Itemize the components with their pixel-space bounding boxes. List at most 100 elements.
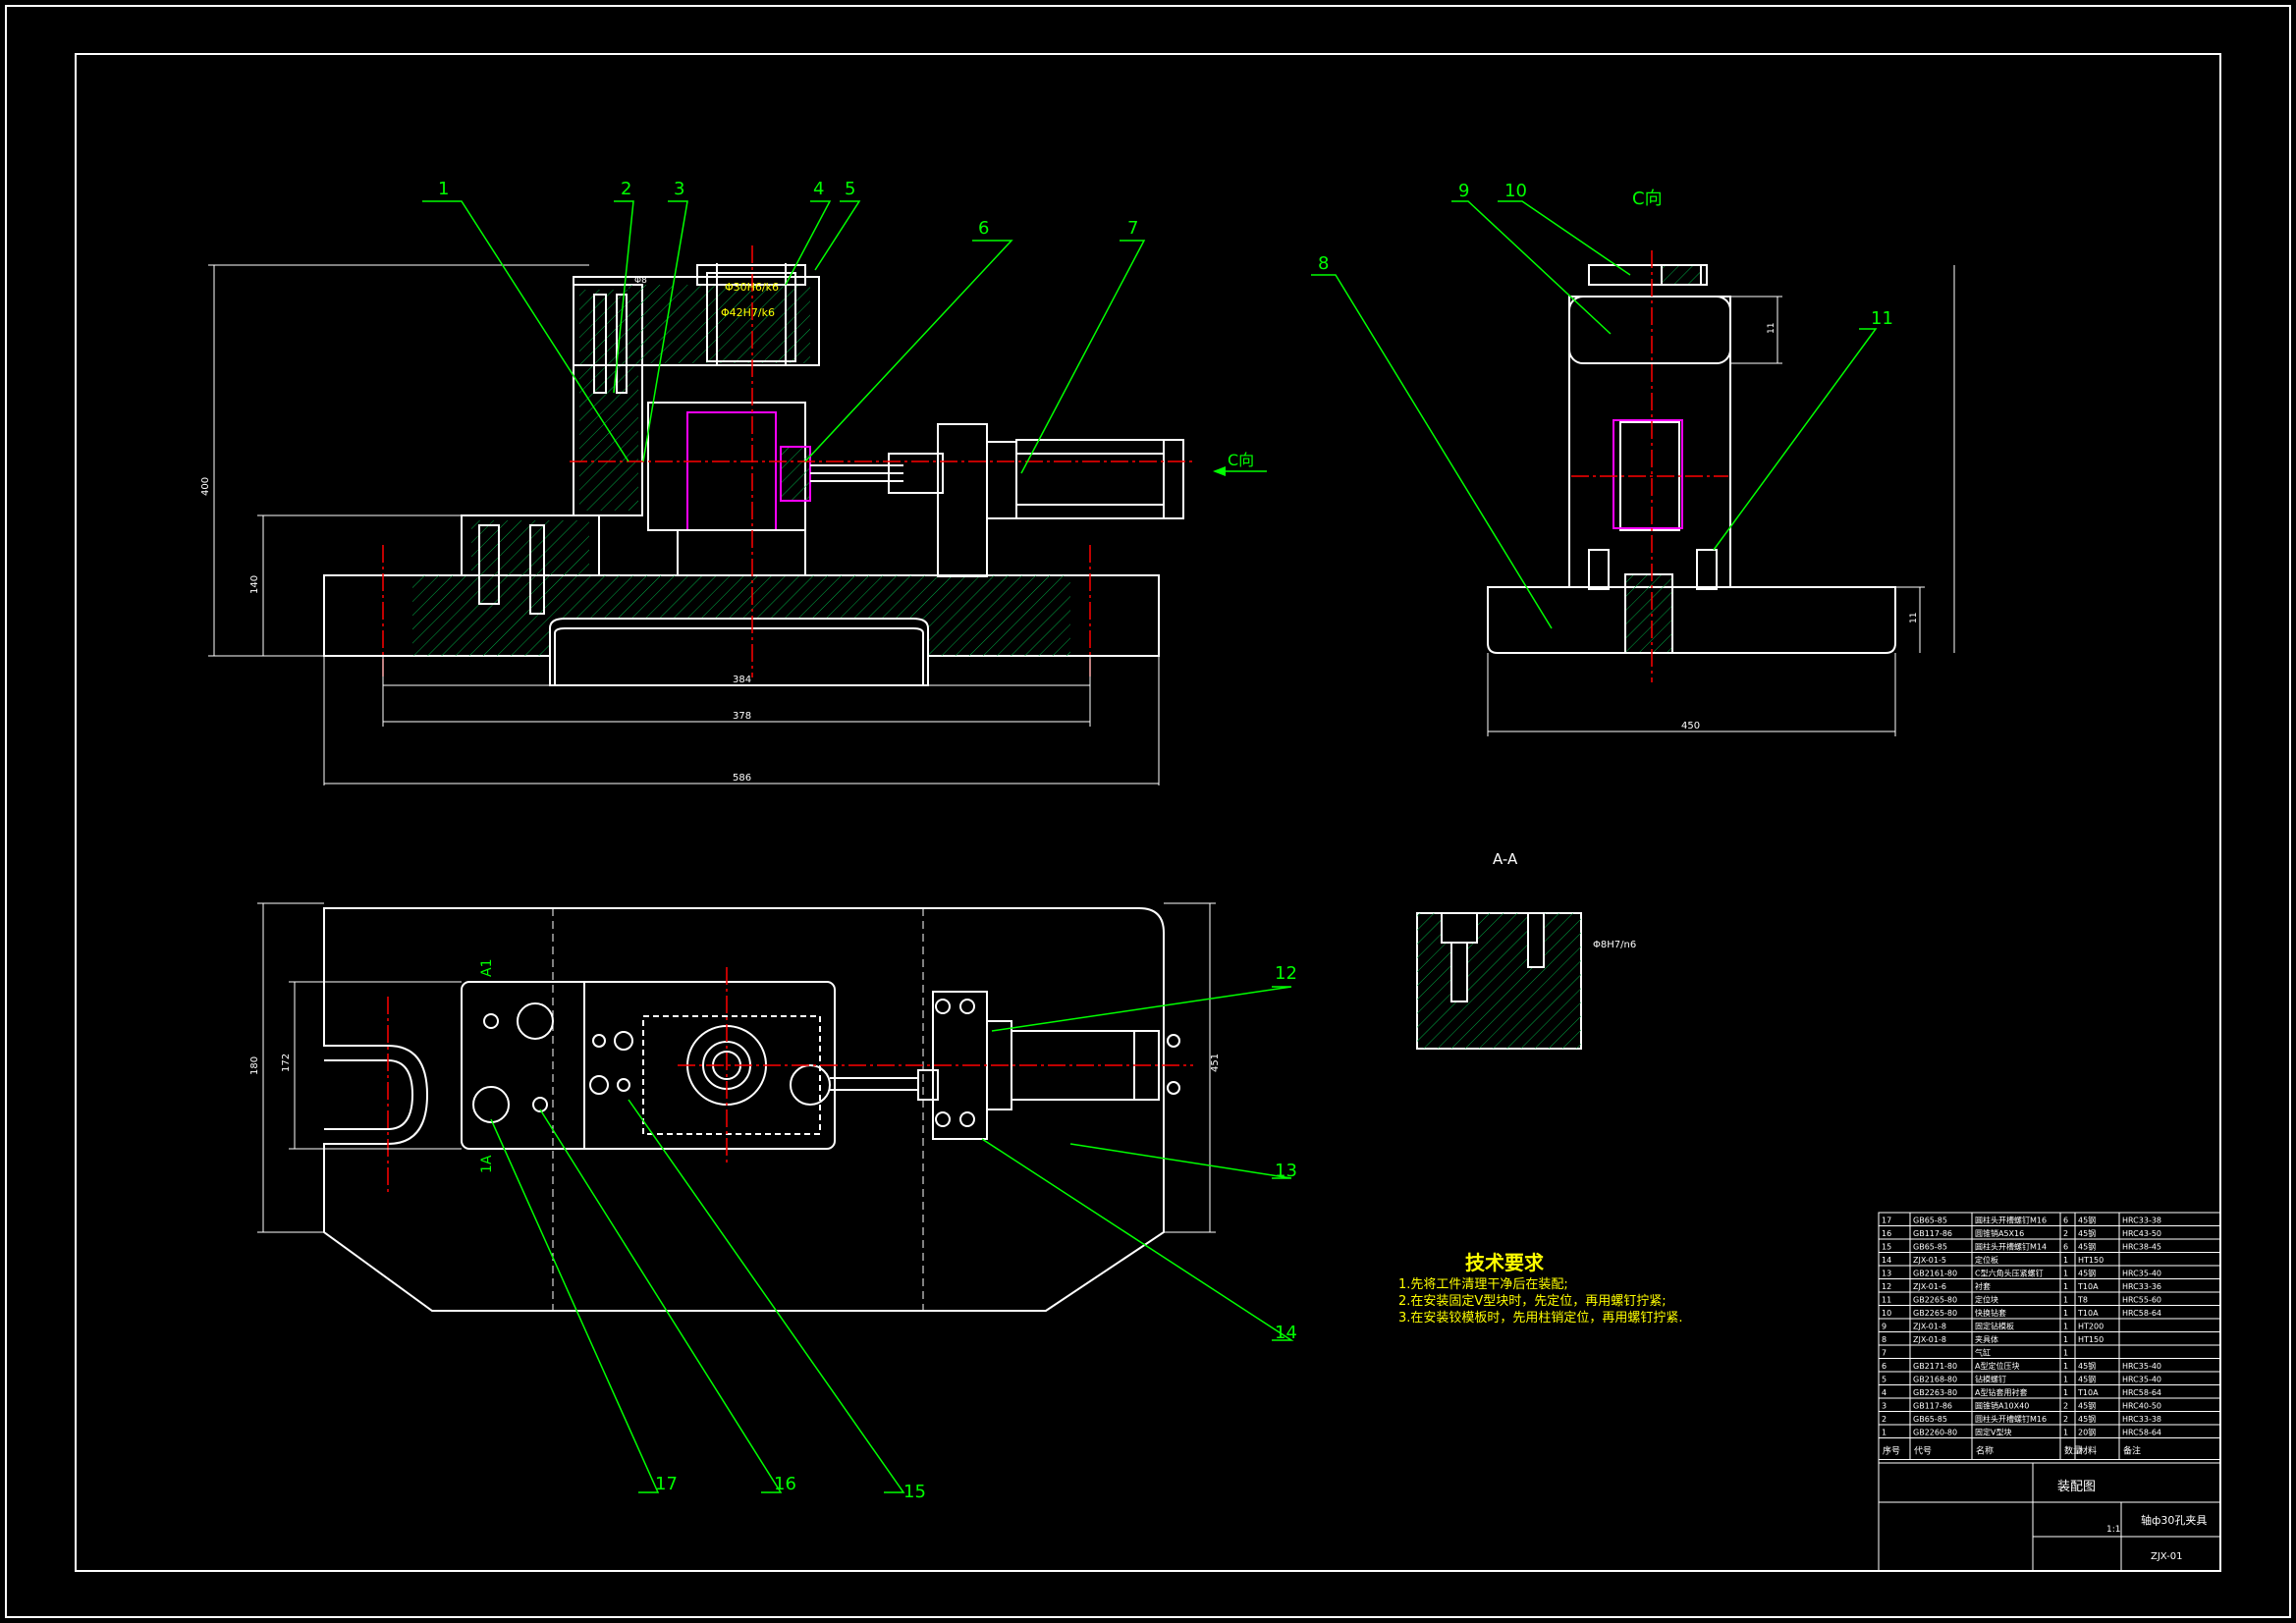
bom-cell: 13 bbox=[1882, 1270, 1891, 1278]
bom-cell: HRC40-50 bbox=[2122, 1402, 2161, 1411]
bom-cell: 固定V型块 bbox=[1975, 1428, 2011, 1437]
bom-cell: C型六角头压紧螺钉 bbox=[1975, 1269, 2044, 1278]
note-item-3: 3.在安装铰模板时，先用柱销定位，再用螺钉拧紧. bbox=[1398, 1311, 1683, 1325]
scale: 1:1 bbox=[2106, 1525, 2120, 1535]
bom-cell: 10 bbox=[1882, 1309, 1891, 1318]
bom-header-cell: 材料 bbox=[2079, 1445, 2097, 1457]
dim-front-base-height: 140 bbox=[249, 575, 260, 594]
dim-side-h-lower: 11 bbox=[1909, 613, 1919, 623]
balloon-1: 1 bbox=[438, 179, 449, 199]
bom-cell: GB2265-80 bbox=[1913, 1309, 1957, 1318]
drawing-title: 装配图 bbox=[2057, 1480, 2096, 1494]
dim-side-h-upper: 11 bbox=[1767, 323, 1777, 334]
bom-header-cell: 序号 bbox=[1883, 1445, 1900, 1457]
bom-cell: 2 bbox=[1882, 1415, 1886, 1424]
bom-cell: GB2161-80 bbox=[1913, 1270, 1957, 1278]
bom-cell: A型钻套用衬套 bbox=[1975, 1387, 2027, 1397]
bom-cell: 45钢 bbox=[2078, 1216, 2096, 1225]
bom-header-cell: 代号 bbox=[1914, 1446, 1932, 1457]
part-name: 轴ф30孔夹具 bbox=[2141, 1513, 2207, 1527]
bom-cell: GB2168-80 bbox=[1913, 1376, 1957, 1384]
bom-cell: 1 bbox=[2063, 1429, 2068, 1437]
bom-cell: HRC35-40 bbox=[2122, 1376, 2161, 1384]
dim-side-width: 450 bbox=[1681, 721, 1700, 731]
note-item-2: 2.在安装固定V型块时，先定位，再用螺钉拧紧; bbox=[1398, 1294, 1667, 1309]
side-center-lines bbox=[1571, 250, 1728, 682]
bom-cell: 1 bbox=[2063, 1388, 2068, 1397]
front-center-lines bbox=[382, 245, 1193, 677]
bom-cell: 圆锥销A10X40 bbox=[1975, 1401, 2029, 1411]
bom-cell: 4 bbox=[1882, 1388, 1886, 1397]
balloon-14: 14 bbox=[1275, 1323, 1297, 1343]
bom-cell: 6 bbox=[2063, 1243, 2068, 1252]
note-item-1: 1.先将工件清理干净后在装配; bbox=[1398, 1277, 1568, 1292]
bom-cell: 45钢 bbox=[2078, 1242, 2096, 1252]
dim-fit-lower: Φ42H7/k6 bbox=[721, 306, 775, 319]
bom-cell: 45钢 bbox=[2078, 1414, 2096, 1424]
bom-cell: 固定钻模板 bbox=[1975, 1322, 2014, 1331]
bom-cell: HT150 bbox=[2078, 1256, 2104, 1265]
bom-cell: 1 bbox=[2063, 1296, 2068, 1305]
side-view bbox=[1487, 264, 1896, 654]
side-dimensions bbox=[1487, 265, 1955, 736]
bom-cell: 6 bbox=[2063, 1217, 2068, 1225]
bom-cell: HRC35-40 bbox=[2122, 1270, 2161, 1278]
balloon-16: 16 bbox=[774, 1474, 796, 1494]
bom-cell: HRC55-60 bbox=[2122, 1296, 2161, 1305]
drawing-number: ZJX-01 bbox=[2151, 1551, 2183, 1562]
bom-cell: T10A bbox=[2077, 1388, 2099, 1397]
bom-cell: 夹具体 bbox=[1975, 1334, 1998, 1344]
bom-cell: 快换钻套 bbox=[1975, 1308, 2006, 1318]
bom-cell: HRC58-64 bbox=[2122, 1309, 2161, 1318]
bom-cell: 9 bbox=[1882, 1323, 1886, 1331]
balloon-15: 15 bbox=[903, 1482, 926, 1502]
bom-cell: 衬套 bbox=[1975, 1281, 1991, 1291]
dim-plan-height-right: 451 bbox=[1210, 1054, 1221, 1072]
bom-cell: 2 bbox=[2063, 1415, 2068, 1424]
bom-cell: 1 bbox=[2063, 1309, 2068, 1318]
balloon-12: 12 bbox=[1275, 963, 1297, 984]
balloon-7: 7 bbox=[1127, 218, 1138, 239]
bom-cell: GB65-85 bbox=[1913, 1415, 1947, 1424]
bom-cell: GB65-85 bbox=[1913, 1217, 1947, 1225]
title-block bbox=[1878, 1212, 2221, 1572]
bom-cell: 圆柱头开槽螺钉M16 bbox=[1975, 1216, 2047, 1225]
bom-cell: 15 bbox=[1882, 1243, 1891, 1252]
dim-fit-small: Φ8 bbox=[634, 276, 647, 286]
bom-cell: HT200 bbox=[2078, 1323, 2104, 1331]
bom-header-cell: 备注 bbox=[2123, 1445, 2141, 1457]
bom-cell: 12 bbox=[1882, 1282, 1891, 1291]
front-view bbox=[323, 263, 1184, 686]
bom-cell: ZJX-01-8 bbox=[1913, 1323, 1946, 1331]
bom-cell: 45钢 bbox=[2078, 1401, 2096, 1411]
bom-cell: GB2265-80 bbox=[1913, 1296, 1957, 1305]
dim-fit-upper: Φ30H6/k6 bbox=[725, 281, 779, 294]
bom-cell: 1 bbox=[2063, 1335, 2068, 1344]
section-mark-top: A1 bbox=[479, 959, 495, 977]
section-view bbox=[1416, 912, 1582, 1050]
bom-cell: 20钢 bbox=[2078, 1428, 2096, 1437]
bom-cell: 1 bbox=[2063, 1376, 2068, 1384]
bom-cell: 1 bbox=[2063, 1362, 2068, 1371]
bom-cell: 1 bbox=[2063, 1270, 2068, 1278]
bom-cell: HRC33-38 bbox=[2122, 1415, 2161, 1424]
bom-cell: 1 bbox=[2063, 1349, 2068, 1358]
balloon-numbers: 1 2 3 4 5 6 7 8 9 10 11 12 13 14 15 16 1… bbox=[438, 179, 1893, 1502]
dim-front-overall-width: 586 bbox=[733, 773, 751, 784]
bom-cell: HRC58-64 bbox=[2122, 1429, 2161, 1437]
bom-cell: GB65-85 bbox=[1913, 1243, 1947, 1252]
bom-cell: 圆锥销A5X16 bbox=[1975, 1228, 2024, 1238]
bom-cell: 14 bbox=[1882, 1256, 1891, 1265]
bom-header-cell: 名称 bbox=[1976, 1445, 1994, 1457]
balloon-11: 11 bbox=[1871, 308, 1893, 329]
bom-cell: 定位块 bbox=[1975, 1295, 1998, 1305]
inner-frame bbox=[75, 53, 2221, 1572]
bom-cell: 45钢 bbox=[2078, 1361, 2096, 1371]
dim-plan-height-inner: 172 bbox=[281, 1054, 292, 1072]
dim-section-fit: Φ8H7/n6 bbox=[1593, 940, 1636, 950]
bom-cell: GB117-86 bbox=[1913, 1402, 1952, 1411]
bom-cell: 16 bbox=[1882, 1229, 1891, 1238]
plan-center-lines bbox=[387, 967, 1193, 1193]
balloon-9: 9 bbox=[1458, 181, 1469, 201]
